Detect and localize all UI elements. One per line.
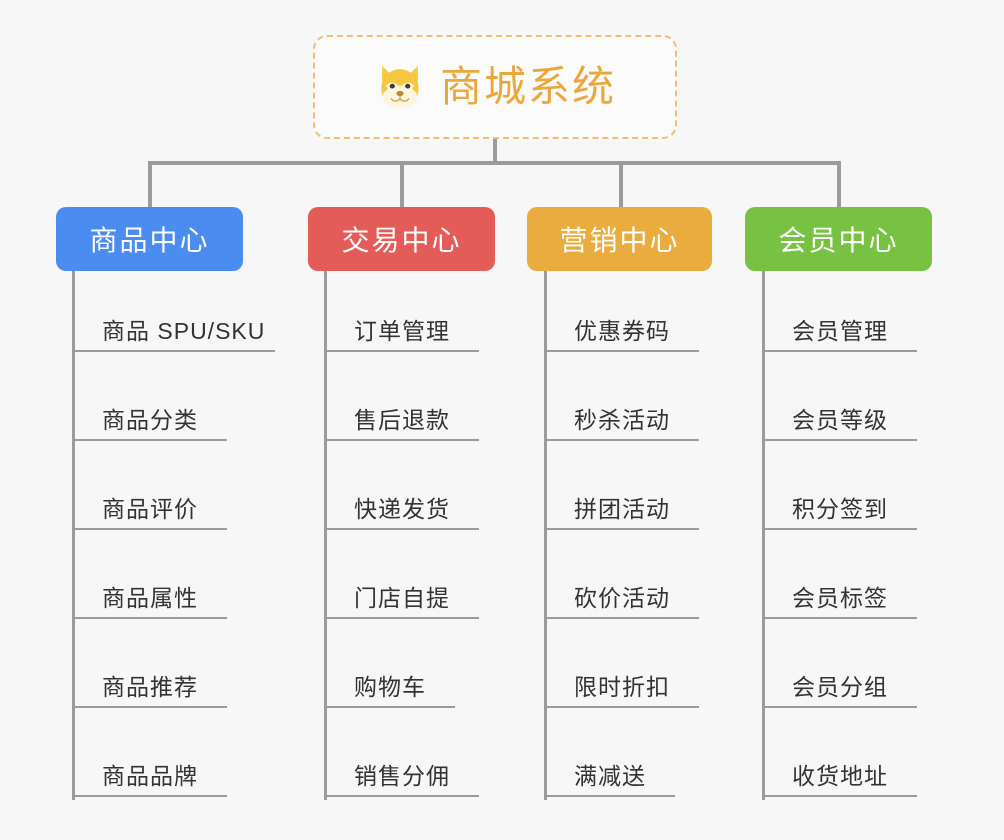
category-header-4[interactable]: 会员中心	[745, 207, 932, 271]
leaf-underline	[324, 439, 479, 441]
leaf-underline	[762, 795, 917, 797]
connector-bus	[150, 161, 839, 165]
leaf-label: 砍价活动	[574, 585, 670, 611]
leaf-underline	[544, 350, 699, 352]
leaf-underline	[72, 617, 227, 619]
leaf-label: 商品属性	[102, 585, 198, 611]
branch-spine-2	[324, 271, 327, 800]
leaf-label: 满减送	[574, 763, 646, 789]
branch-spine-3	[544, 271, 547, 800]
leaf-underline	[762, 350, 917, 352]
leaf-label: 会员管理	[792, 318, 888, 344]
leaf-label: 商品评价	[102, 496, 198, 522]
leaf-label: 销售分佣	[354, 763, 450, 789]
leaf-underline	[762, 528, 917, 530]
leaf-underline	[762, 617, 917, 619]
leaf-underline	[324, 350, 479, 352]
leaf-label: 快递发货	[354, 496, 450, 522]
category-header-1[interactable]: 商品中心	[56, 207, 243, 271]
leaf-label: 限时折扣	[574, 674, 670, 700]
leaf-label: 商品 SPU/SKU	[102, 318, 266, 344]
leaf-underline	[544, 439, 699, 441]
leaf-underline	[72, 439, 227, 441]
category-header-3[interactable]: 营销中心	[527, 207, 712, 271]
root-node[interactable]: 商城系统	[313, 35, 677, 139]
leaf-label: 收货地址	[792, 763, 888, 789]
leaf-underline	[544, 617, 699, 619]
leaf-label: 会员等级	[792, 407, 888, 433]
leaf-underline	[72, 795, 227, 797]
leaf-underline	[762, 439, 917, 441]
leaf-label: 购物车	[354, 674, 426, 700]
leaf-label: 门店自提	[354, 585, 450, 611]
leaf-label: 秒杀活动	[574, 407, 670, 433]
leaf-underline	[72, 528, 227, 530]
leaf-underline	[72, 350, 275, 352]
leaf-label: 优惠券码	[574, 318, 670, 344]
category-header-label: 商品中心	[89, 225, 210, 256]
leaf-underline	[72, 706, 227, 708]
leaf-underline	[544, 706, 699, 708]
dog-face-icon	[374, 61, 426, 113]
leaf-label: 会员标签	[792, 585, 888, 611]
leaf-underline	[762, 706, 917, 708]
leaf-label: 拼团活动	[574, 496, 670, 522]
root-title: 商城系统	[439, 63, 616, 110]
leaf-underline	[324, 528, 479, 530]
leaf-underline	[324, 617, 479, 619]
leaf-label: 积分签到	[792, 496, 888, 522]
category-header-2[interactable]: 交易中心	[308, 207, 495, 271]
leaf-label: 商品分类	[102, 407, 198, 433]
category-header-label: 会员中心	[778, 225, 899, 256]
leaf-label: 售后退款	[354, 407, 450, 433]
category-header-label: 交易中心	[341, 225, 462, 256]
connector-drop-4	[837, 161, 841, 207]
connector-drop-3	[619, 161, 623, 207]
branch-spine-1	[72, 271, 75, 800]
category-header-label: 营销中心	[559, 225, 680, 256]
connector-drop-2	[400, 161, 404, 207]
branch-spine-4	[762, 271, 765, 800]
leaf-underline	[544, 528, 699, 530]
connector-root-stem	[493, 139, 497, 165]
leaf-label: 会员分组	[792, 674, 888, 700]
leaf-label: 商品推荐	[102, 674, 198, 700]
leaf-underline	[324, 795, 479, 797]
leaf-label: 商品品牌	[102, 763, 198, 789]
leaf-label: 订单管理	[354, 318, 450, 344]
leaf-underline	[544, 795, 675, 797]
connector-drop-1	[148, 161, 152, 207]
leaf-underline	[324, 706, 455, 708]
